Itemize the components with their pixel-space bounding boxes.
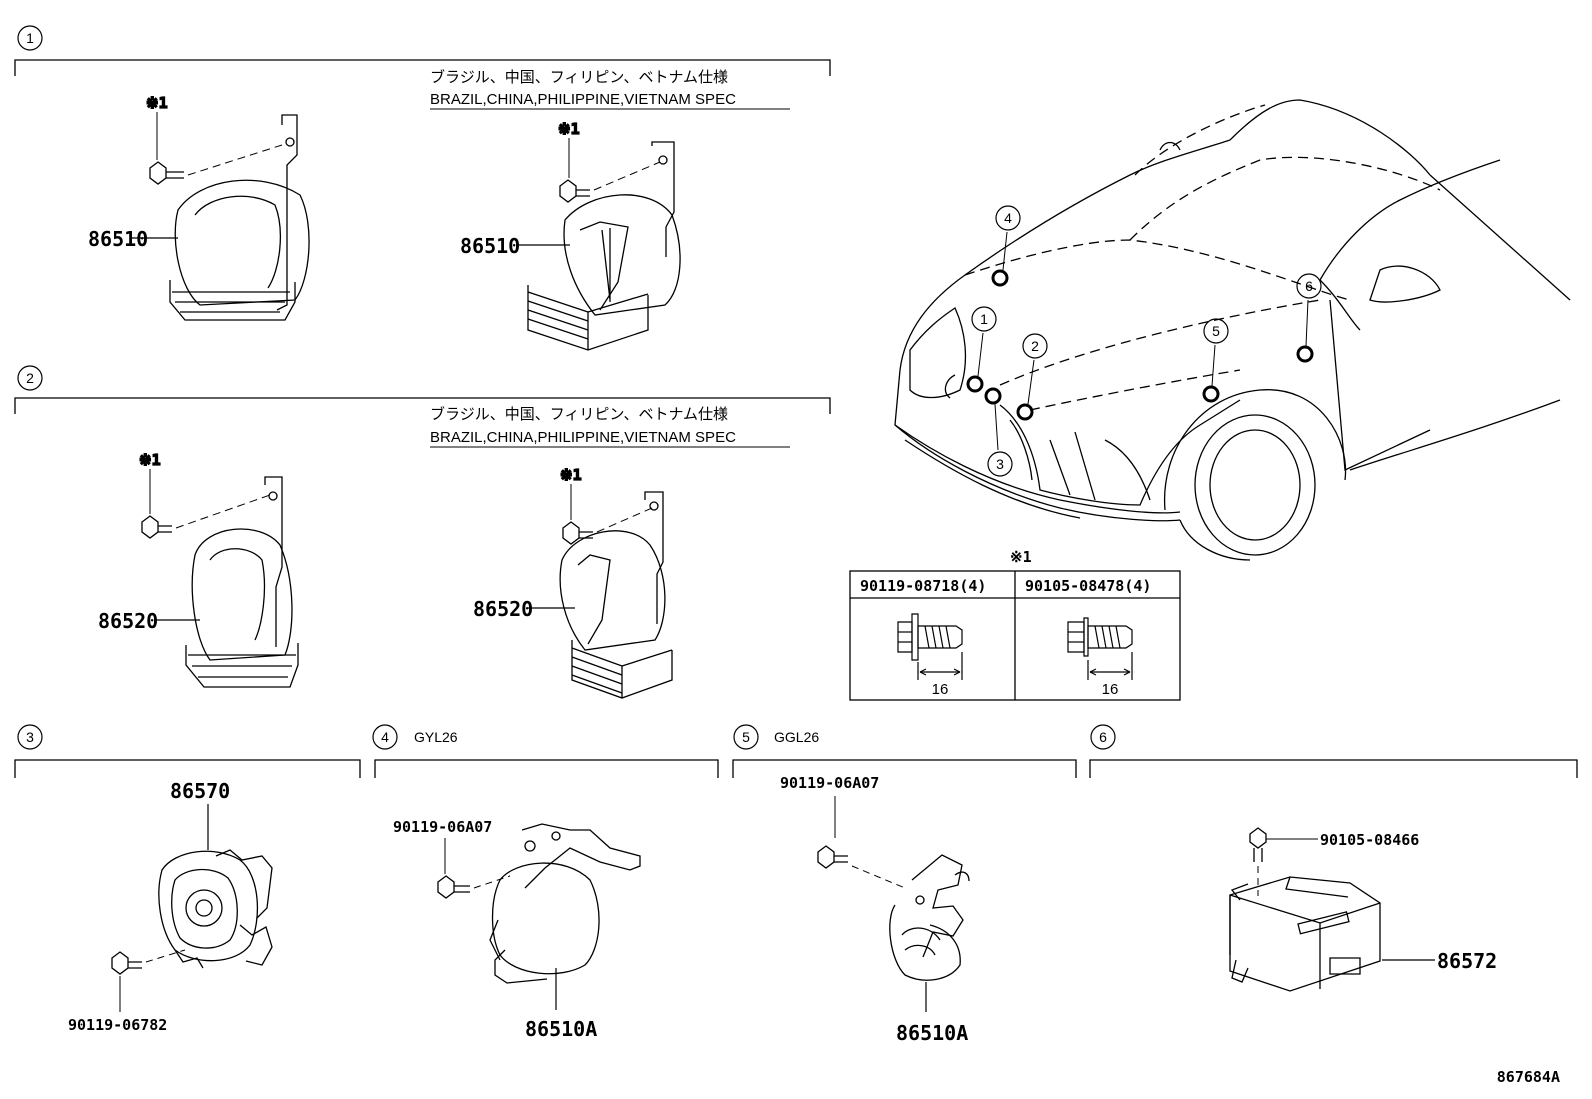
spec-note-jp: ブラジル、中国、フィリピン、ベトナム仕様	[430, 405, 728, 423]
section-bracket	[14, 759, 361, 778]
horn-86520-right: ※1	[559, 465, 672, 698]
bolt-table-title: ※1	[1010, 548, 1032, 566]
section-6: 6 90105-08466 86572	[1089, 724, 1578, 991]
section-bracket	[14, 59, 831, 76]
horn-86510-right: ※1	[528, 119, 680, 350]
section-bracket	[1089, 759, 1578, 778]
part-number-90119-06A07: 90119-06A07	[393, 818, 492, 836]
drawing-number: 867684A	[1497, 1068, 1560, 1086]
part-number-86510-right: 86510	[460, 234, 520, 258]
section-bracket	[14, 397, 831, 414]
section-3: 3 86570 90119-06782	[14, 724, 361, 1034]
section-number: 3	[26, 729, 34, 745]
section-number: 5	[742, 729, 750, 745]
section-number: 6	[1099, 729, 1107, 745]
part-number-86510A-gyl26: 86510A	[525, 1017, 597, 1041]
horn-86520-left: ※1	[138, 450, 298, 687]
vehicle-callout-6: 6	[1305, 278, 1313, 294]
variant-code: GGL26	[774, 729, 819, 745]
module-86572	[1230, 877, 1380, 991]
part-number-86572: 86572	[1437, 949, 1497, 973]
section-number-circle	[17, 25, 43, 51]
bolt-hex-drawing	[1068, 618, 1132, 680]
horn-86510A-gyl26	[438, 824, 640, 983]
spec-note-en: BRAZIL,CHINA,PHILIPPINE,VIETNAM SPEC	[430, 91, 736, 108]
bolt-ref-label: ※1	[560, 466, 582, 484]
part-number-86570: 86570	[170, 779, 230, 803]
bolt-90119-06782	[112, 950, 185, 1012]
section-2: 2 ブラジル、中国、フィリピン、ベトナム仕様 BRAZIL,CHINA,PHIL…	[14, 365, 831, 698]
section-1: 1 ブラジル、中国、フィリピン、ベトナム仕様 BRAZIL,CHINA,PHIL…	[14, 25, 831, 350]
section-5: 5 GGL26 90119-06A07 86510A	[732, 724, 1077, 1045]
part-number-86520-left: 86520	[98, 609, 158, 633]
vehicle-callout-4: 4	[1004, 210, 1012, 226]
section-number-circle	[17, 365, 43, 391]
part-number-86510-left: 86510	[88, 227, 148, 251]
section-bracket	[732, 759, 1077, 778]
part-number-90119-06A07: 90119-06A07	[780, 774, 879, 792]
section-bracket	[374, 759, 719, 778]
vehicle-front-view	[895, 100, 1570, 560]
section-number-circle	[1090, 724, 1116, 750]
part-number-90105-08466: 90105-08466	[1320, 831, 1419, 849]
horn-86510A-ggl26	[818, 846, 969, 980]
vehicle-callout-1: 1	[980, 311, 988, 327]
table-header-part-1: 90119-08718(4)	[860, 577, 986, 595]
part-number-90119-06782: 90119-06782	[68, 1016, 167, 1034]
section-4: 4 GYL26 90119-06A07 86510A	[372, 724, 719, 1041]
bolt-flange-drawing	[898, 614, 962, 680]
section-number: 1	[26, 30, 34, 46]
section-number: 2	[26, 370, 34, 386]
section-number-circle	[17, 724, 43, 750]
horn-86510-left: ※1	[145, 93, 309, 320]
bolt-ref-label: ※1	[146, 94, 168, 112]
variant-code: GYL26	[414, 729, 458, 745]
vehicle-callout-5: 5	[1212, 323, 1220, 339]
bolt-table: ※1 90119-08718(4) 90105-08478(4) 16	[849, 548, 1181, 701]
bolt-2-dimension: 16	[1102, 681, 1119, 698]
horn-86570	[159, 850, 272, 968]
part-number-86510A-ggl26: 86510A	[896, 1021, 968, 1045]
vehicle-callout-2: 2	[1031, 338, 1039, 354]
bolt-1-dimension: 16	[932, 681, 949, 698]
part-number-86520-right: 86520	[473, 597, 533, 621]
table-header-part-2: 90105-08478(4)	[1025, 577, 1151, 595]
bolt-90105-08466	[1250, 828, 1318, 896]
section-number-circle	[372, 724, 398, 750]
spec-note-en: BRAZIL,CHINA,PHILIPPINE,VIETNAM SPEC	[430, 429, 736, 446]
spec-note-jp: ブラジル、中国、フィリピン、ベトナム仕様	[430, 68, 728, 86]
section-number: 4	[381, 729, 389, 745]
section-number-circle	[733, 724, 759, 750]
vehicle-callout-3: 3	[996, 456, 1004, 472]
bolt-ref-label: ※1	[139, 451, 161, 469]
bolt-ref-label: ※1	[558, 120, 580, 138]
